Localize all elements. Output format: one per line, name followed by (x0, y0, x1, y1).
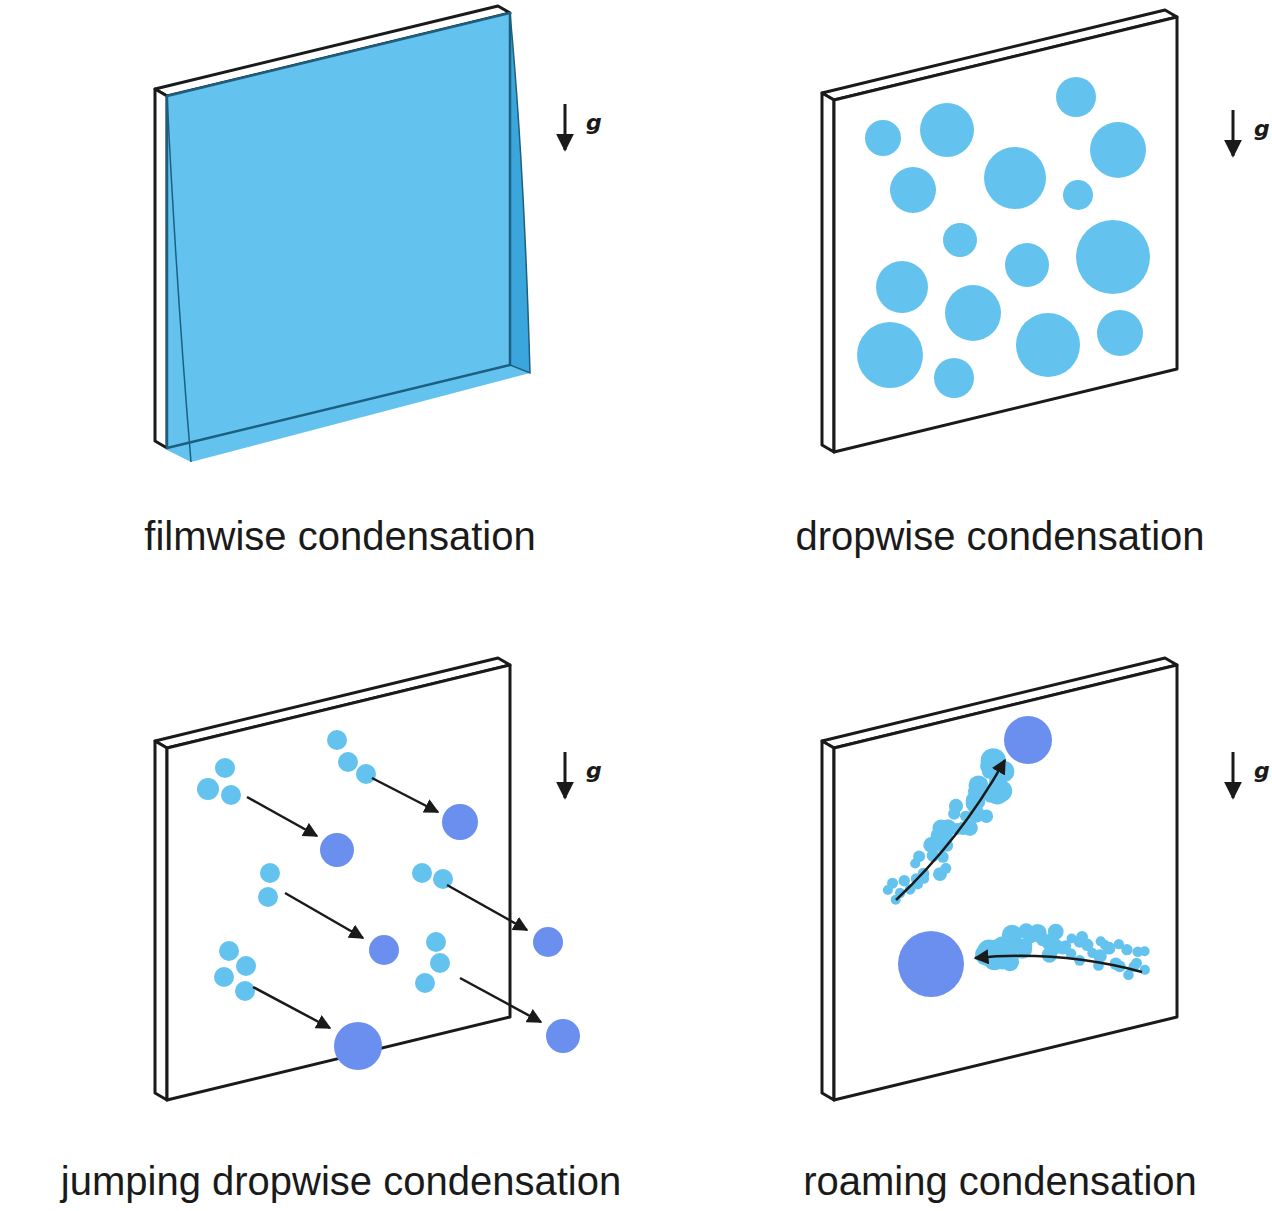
roaming-trail-drop (1096, 936, 1106, 946)
jumped-drop (546, 1019, 580, 1053)
roaming-trail-drop (981, 748, 1006, 773)
coalescing-drop (415, 973, 435, 993)
coalescing-drop (327, 730, 347, 750)
coalescing-drop (235, 981, 255, 1001)
coalescing-drop (260, 863, 280, 883)
plate-side-edge (822, 741, 834, 1100)
roaming-trail-drop (1132, 946, 1143, 957)
film-edge (167, 96, 191, 462)
coalescing-drop (219, 941, 239, 961)
condensate-drop (945, 285, 1001, 341)
gravity-arrow (1232, 110, 1235, 156)
jumped-drop (320, 833, 354, 867)
plate-face (167, 665, 510, 1100)
gravity-symbol: g (586, 760, 602, 782)
panel-caption: dropwise condensation (795, 512, 1204, 560)
condensate-drop (1005, 243, 1049, 287)
roaming-drop (1004, 716, 1052, 764)
motion-arrow (460, 978, 541, 1022)
condensate-drop (876, 261, 928, 313)
jumped-drop (442, 804, 478, 840)
gravity-arrow (564, 752, 567, 798)
roaming-trail-drop (913, 850, 925, 862)
coalescing-drop (338, 752, 358, 772)
motion-arrow (896, 760, 1005, 900)
coalescing-drop (430, 953, 450, 973)
motion-arrow (372, 778, 438, 812)
condensate-drop (943, 223, 977, 257)
plate-face (834, 17, 1177, 452)
gravity-arrow (564, 104, 567, 150)
coalescing-drop (426, 932, 446, 952)
plate-face (167, 13, 510, 448)
coalescing-drop (258, 887, 278, 907)
plate-side-edge (155, 741, 167, 1100)
condensate-film (167, 13, 530, 462)
condensate-drop (865, 120, 901, 156)
condensate-drop (1063, 180, 1093, 210)
coalescing-drop (214, 967, 234, 987)
roaming-trail-drop (949, 799, 963, 813)
jumping-plate (155, 658, 580, 1100)
roaming-trail-drop (1123, 970, 1134, 981)
coalescing-drop (215, 758, 235, 778)
roaming-trail-drop (937, 851, 949, 863)
dropwise-plate (822, 10, 1177, 452)
condensate-drop (890, 167, 936, 213)
roaming-drop (898, 931, 964, 997)
plate-side-edge (155, 89, 167, 448)
roaming-trail-drop (1042, 947, 1057, 962)
roaming-plate (822, 658, 1177, 1100)
jumped-drop (369, 935, 399, 965)
plate-face (834, 665, 1177, 1100)
roaming-trail-drop (1140, 965, 1150, 975)
roaming-trail-drop (899, 875, 910, 886)
motion-arrow (975, 956, 1142, 972)
condensate-drop (1097, 310, 1143, 356)
filmwise-plate (155, 6, 530, 462)
motion-arrow (247, 797, 317, 836)
roaming-trail-drop (980, 809, 994, 823)
condensate-drop (1056, 77, 1096, 117)
condensate-drop (1090, 122, 1146, 178)
condensate-drop (857, 322, 923, 388)
coalescing-drop (197, 778, 219, 800)
motion-arrow (253, 987, 330, 1028)
coalescing-drop (356, 764, 376, 784)
motion-arrow (447, 885, 527, 930)
condensate-drop (1016, 313, 1080, 377)
panel-caption: jumping dropwise condensation (61, 1157, 621, 1205)
coalescing-drop (236, 956, 256, 976)
gravity-arrow (1232, 752, 1235, 798)
coalescing-drop (221, 785, 241, 805)
gravity-symbol: g (1254, 760, 1270, 782)
panel-caption: filmwise condensation (144, 512, 535, 560)
jumped-drop (533, 927, 563, 957)
roaming-trail-drop (940, 863, 951, 874)
motion-arrow (285, 893, 363, 938)
condensate-drop (934, 358, 974, 398)
film-edge (510, 13, 530, 373)
coalescing-drop (412, 863, 432, 883)
jumped-drop (334, 1022, 382, 1070)
roaming-trail-drop (975, 944, 997, 966)
condensate-drop (984, 147, 1046, 209)
plate-side-edge (822, 93, 834, 452)
gravity-symbol: g (586, 112, 602, 134)
panel-caption: roaming condensation (803, 1157, 1197, 1205)
condensate-drop (1076, 220, 1150, 294)
roaming-trail-drop (887, 878, 898, 889)
condensate-drop (920, 103, 974, 157)
gravity-symbol: g (1254, 118, 1270, 140)
